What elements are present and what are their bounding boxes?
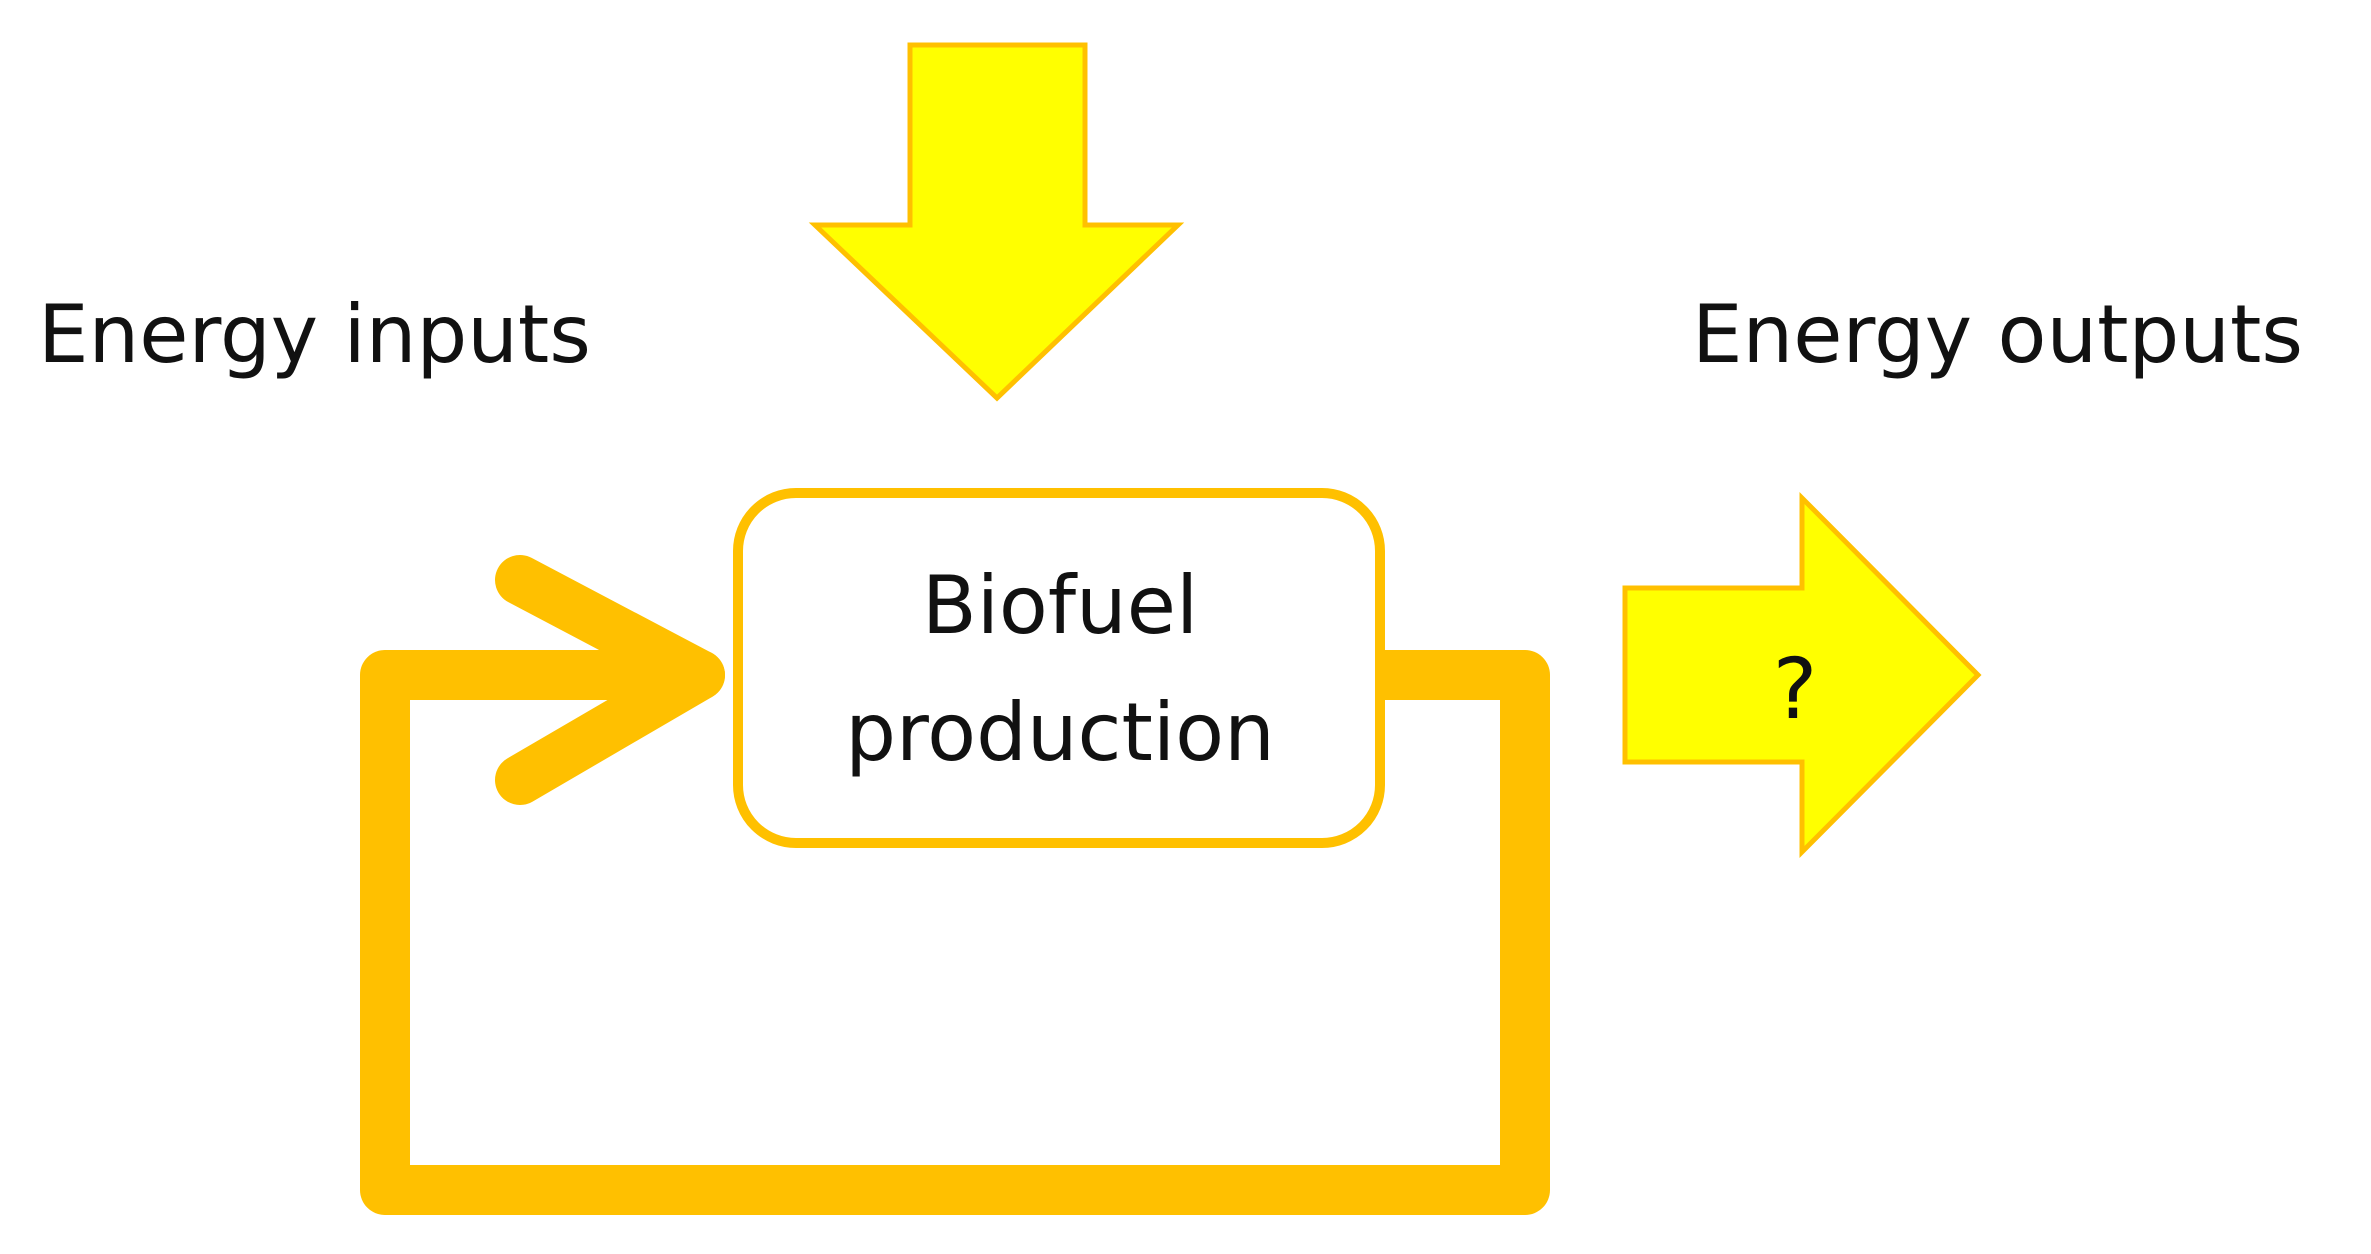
- output-unknown-marker: ?: [1773, 640, 1818, 738]
- arrow-down-icon: [808, 42, 1185, 402]
- process-label-line2: production: [845, 686, 1275, 779]
- feedback-loop-line: [360, 650, 1550, 1215]
- arrow-right-icon: [1622, 491, 1982, 859]
- process-box: [733, 488, 1385, 848]
- energy-inputs-label: Energy inputs: [38, 288, 591, 381]
- chevron-right-icon: [495, 555, 725, 805]
- process-label-line1: Biofuel: [922, 559, 1198, 652]
- energy-outputs-label: Energy outputs: [1692, 288, 2303, 381]
